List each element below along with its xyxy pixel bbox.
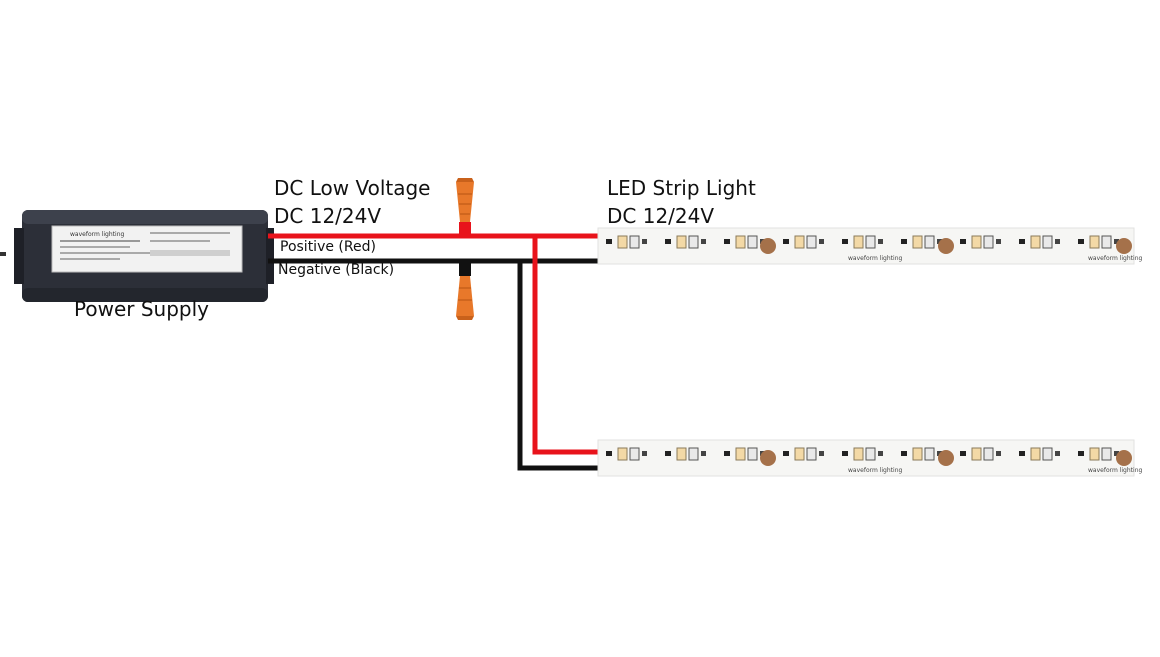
power-supply-brand: waveform lighting <box>70 231 124 238</box>
led-chip <box>971 447 982 461</box>
led-chip <box>1030 447 1041 461</box>
led-strip-icon: waveform lighting waveform lighting <box>597 439 1142 477</box>
power-supply-icon: waveform lighting <box>0 210 274 302</box>
led-chip <box>735 447 746 461</box>
led-chip <box>971 235 982 249</box>
negative-wire-label: Negative (Black) <box>278 262 395 278</box>
solder-pad <box>1116 238 1132 254</box>
led-chip <box>853 235 864 249</box>
led-chip <box>853 447 864 461</box>
led-chip <box>912 447 923 461</box>
dc-output-title: DC Low Voltage <box>274 176 431 200</box>
led-chip <box>794 235 805 249</box>
solder-pad <box>1116 450 1132 466</box>
led-chip <box>912 235 923 249</box>
solder-pad <box>938 238 954 254</box>
led-strip-icon: waveform lighting waveform lighting <box>597 227 1142 265</box>
power-supply-label: Power Supply <box>74 297 209 321</box>
strip-brand: waveform lighting <box>1088 255 1142 262</box>
positive-wire <box>268 233 600 455</box>
led-chip <box>676 447 687 461</box>
negative-wire <box>268 258 600 471</box>
led-chip <box>1089 447 1100 461</box>
led-chip <box>617 447 628 461</box>
led-chip <box>1089 235 1100 249</box>
led-strip-voltage: DC 12/24V <box>607 204 715 228</box>
led-strip-title: LED Strip Light <box>607 176 756 200</box>
positive-wire-label: Positive (Red) <box>280 239 376 255</box>
led-chip <box>794 447 805 461</box>
solder-pad <box>760 238 776 254</box>
led-chip <box>1030 235 1041 249</box>
strip-brand: waveform lighting <box>848 467 902 474</box>
wire-nut-icon <box>456 262 474 320</box>
led-chip <box>676 235 687 249</box>
solder-pad <box>760 450 776 466</box>
dc-output-voltage: DC 12/24V <box>274 204 382 228</box>
led-chip <box>617 235 628 249</box>
led-chip <box>735 235 746 249</box>
solder-pad <box>938 450 954 466</box>
strip-brand: waveform lighting <box>848 255 902 262</box>
strip-brand: waveform lighting <box>1088 467 1142 474</box>
wire-nut-icon <box>456 178 474 238</box>
